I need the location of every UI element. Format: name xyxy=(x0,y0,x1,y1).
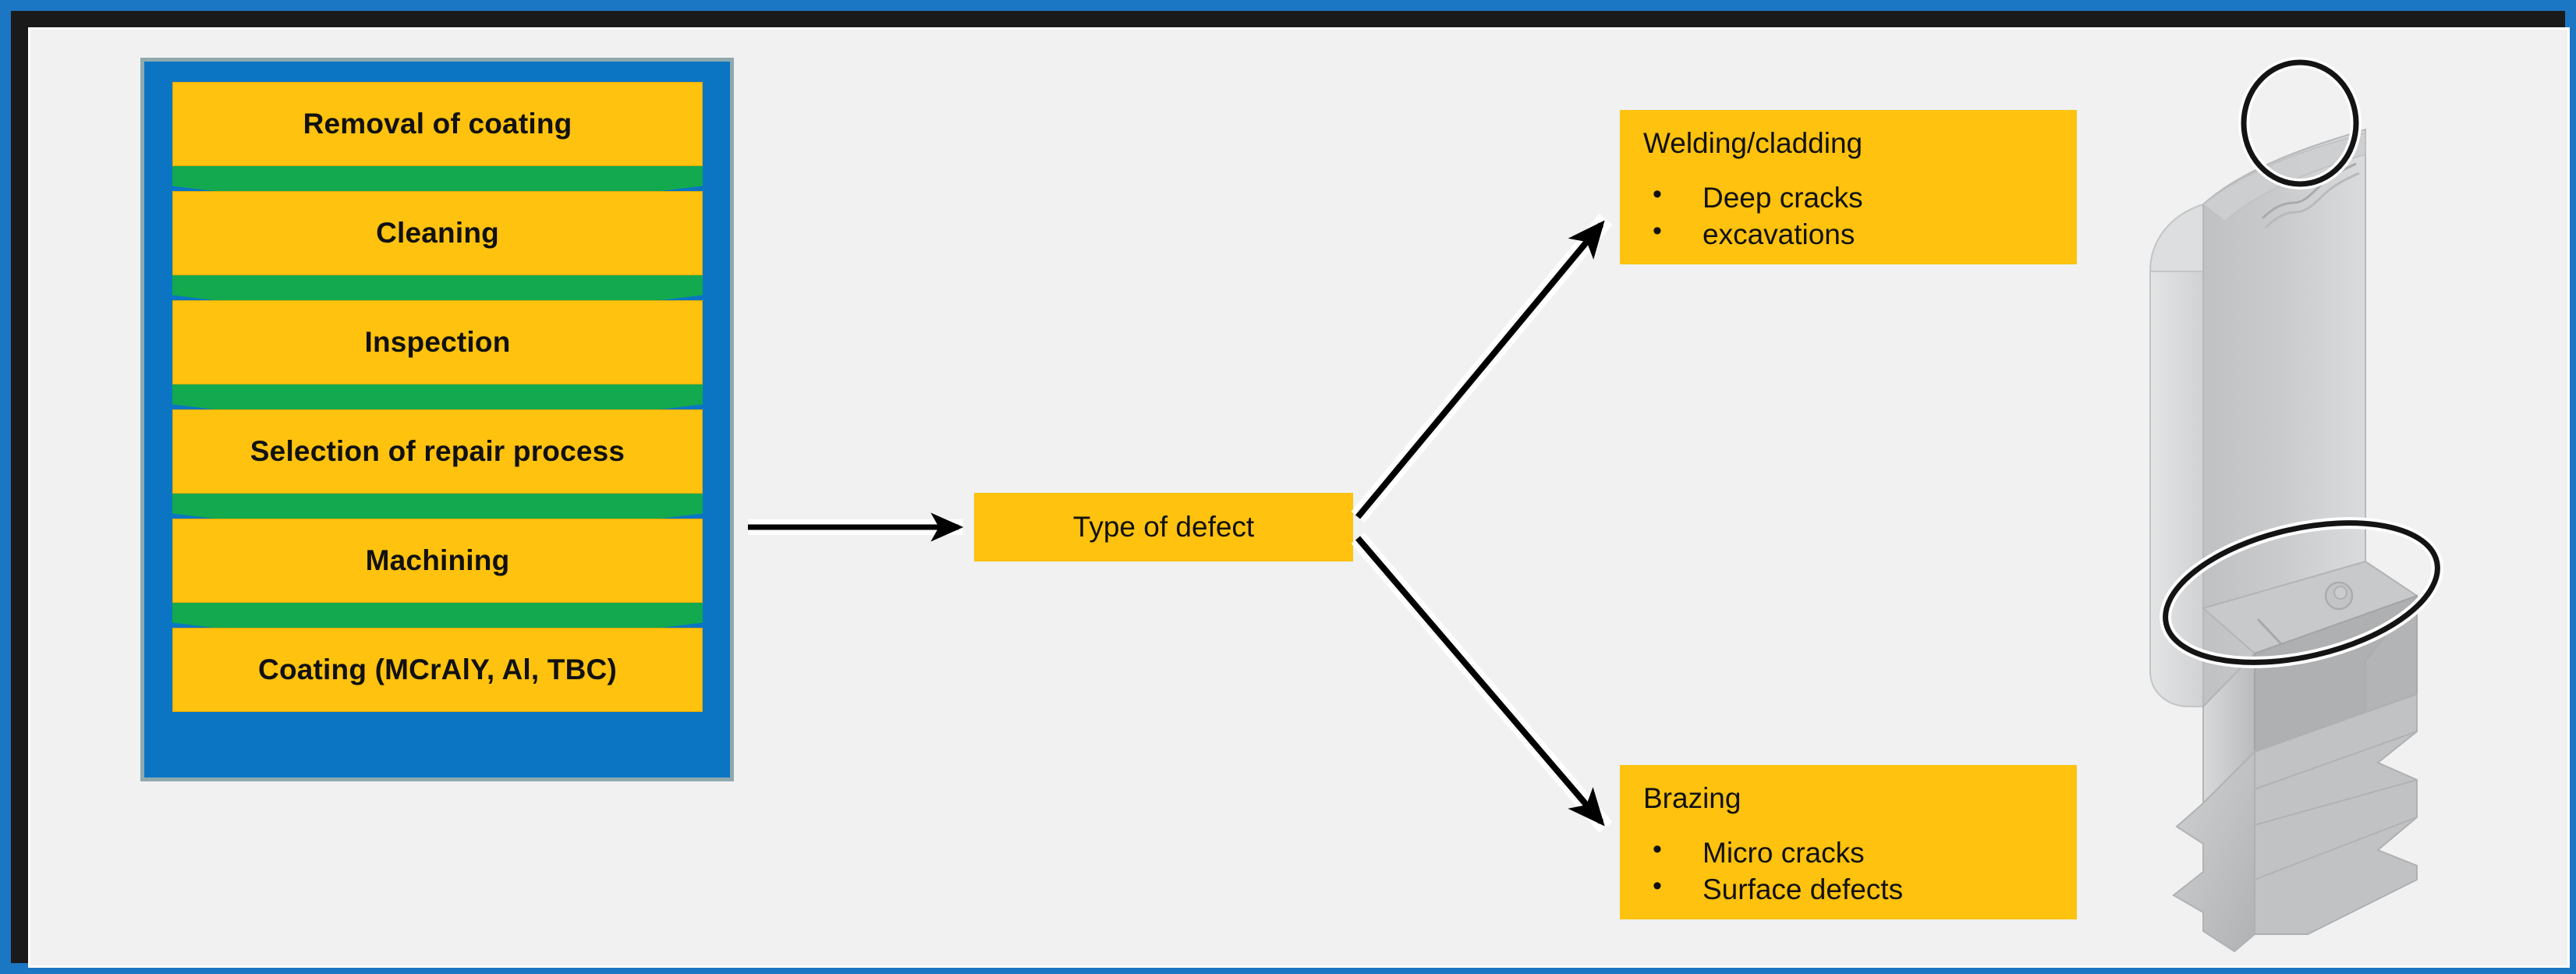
process-step-label: Machining xyxy=(365,544,510,576)
outcome-bullet-item: Micro cracks xyxy=(1643,833,2053,871)
arrow-decision-to-brazing xyxy=(1351,532,1613,834)
outcome-bullet-item: excavations xyxy=(1643,214,2053,253)
process-step-machining[interactable]: Machining xyxy=(172,519,703,603)
process-step-coating[interactable]: Coating (MCrAlY, Al, TBC) xyxy=(172,628,703,712)
tip-defect-circle-icon xyxy=(2238,57,2362,189)
process-step-removal-of-coating[interactable]: Removal of coating xyxy=(172,82,703,166)
outcome-bullet-list: Deep cracks excavations xyxy=(1643,178,2053,253)
outcome-title: Brazing xyxy=(1643,782,1742,814)
type-of-defect-box[interactable]: Type of defect xyxy=(973,492,1354,562)
outcome-card-welding-cladding[interactable]: Welding/cladding Deep cracks excavations xyxy=(1619,109,2078,265)
blade-platform xyxy=(2201,560,2419,655)
outcome-card-brazing[interactable]: Brazing Micro cracks Surface defects xyxy=(1619,764,2078,920)
type-of-defect-label: Type of defect xyxy=(1072,511,1255,543)
slide-inner-border: Removal of coating Cleaning Inspection S… xyxy=(11,11,2570,968)
process-step-selection-of-repair-process[interactable]: Selection of repair process xyxy=(172,409,703,494)
arrow-decision-to-welding xyxy=(1351,213,1613,523)
process-step-inspection[interactable]: Inspection xyxy=(172,300,703,384)
repair-process-panel: Removal of coating Cleaning Inspection S… xyxy=(140,58,734,781)
process-step-label: Selection of repair process xyxy=(250,435,625,467)
blade-airfoil-back xyxy=(2149,203,2204,707)
process-step-cleaning[interactable]: Cleaning xyxy=(172,191,703,275)
outcome-bullet-list: Micro cracks Surface defects xyxy=(1643,833,2053,908)
outcome-bullet-item: Deep cracks xyxy=(1643,178,2053,216)
outcome-bullet-item: Surface defects xyxy=(1643,870,2053,908)
outcome-title: Welding/cladding xyxy=(1643,127,1863,159)
process-step-label: Coating (MCrAlY, Al, TBC) xyxy=(258,653,617,685)
slide-canvas: Removal of coating Cleaning Inspection S… xyxy=(28,27,2570,968)
platform-defect-ellipse-icon xyxy=(2160,517,2443,668)
turbine-blade-diagram xyxy=(2149,57,2443,953)
process-step-label: Cleaning xyxy=(376,217,499,249)
process-step-label: Removal of coating xyxy=(303,108,572,140)
process-step-label: Inspection xyxy=(364,326,511,358)
blade-fir-tree-root xyxy=(2172,692,2418,953)
